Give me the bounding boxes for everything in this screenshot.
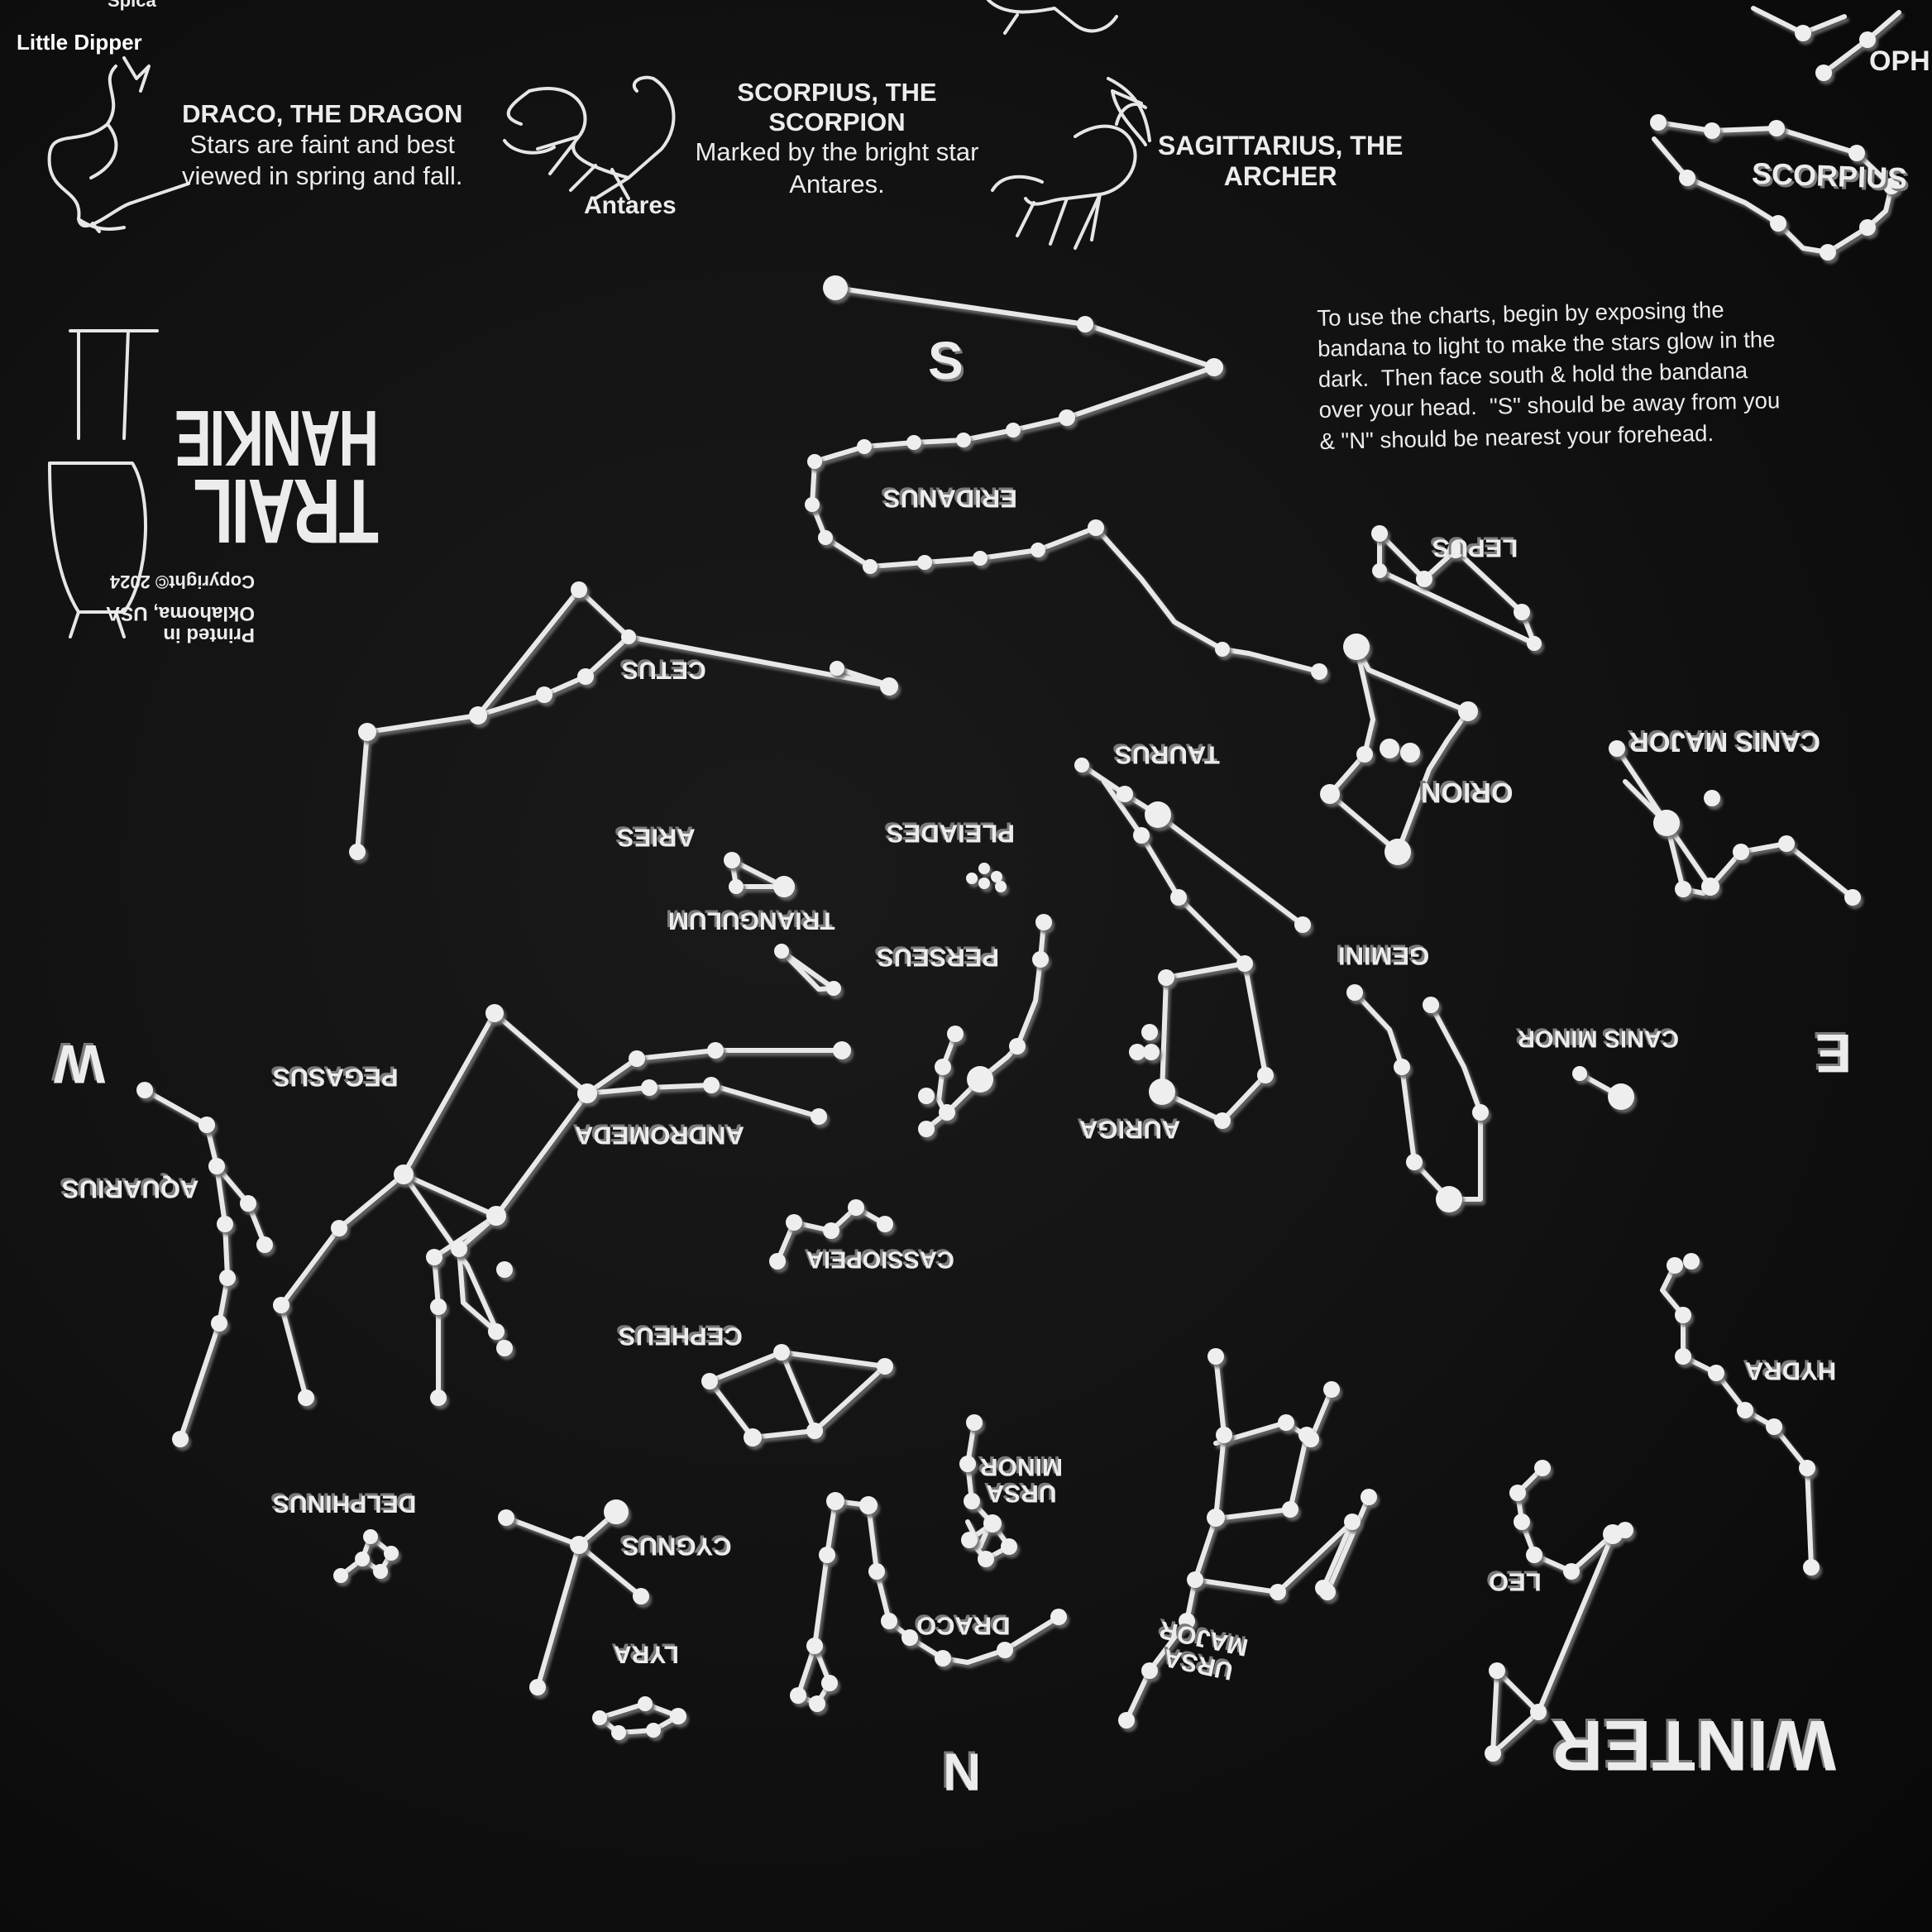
copyright-text: Copyright© 2024 xyxy=(109,571,255,592)
label-aries: ARIES xyxy=(617,823,696,853)
pegasus-square xyxy=(401,1011,590,1218)
label-cassiopeia: CASSIOPEIA xyxy=(806,1246,954,1273)
usage-instructions: To use the charts, begin by exposing the… xyxy=(1317,296,1781,454)
label-eridanus: ERIDANUS xyxy=(883,484,1017,514)
antares-label: Antares xyxy=(584,192,677,219)
taurus-lines xyxy=(1079,763,1305,927)
label-pleiades: PLEIADES xyxy=(887,819,1016,849)
label-cepheus: CEPHEUS xyxy=(619,1322,743,1351)
compass-north: N xyxy=(943,1742,982,1802)
auriga-lines xyxy=(1160,961,1268,1123)
lyra-lines xyxy=(597,1701,681,1735)
label-ursa-minor: URSA MINOR xyxy=(980,1453,1063,1508)
trail-hankie-logo: Printed in Oklahoma, USA Copyright© 2024… xyxy=(48,331,379,646)
hiker-illustration xyxy=(48,329,159,638)
compass-south: S xyxy=(928,331,964,390)
label-andromeda: ANDROMEDA xyxy=(575,1121,744,1150)
season-label: WINTER xyxy=(1551,1705,1837,1785)
star-dots xyxy=(136,25,1900,1762)
label-canis-minor: CANIS MINOR xyxy=(1518,1025,1679,1052)
label-delphinus: DELPHINUS xyxy=(273,1490,417,1518)
label-lepus: LEPUS xyxy=(1432,533,1518,563)
label-perseus: PERSEUS xyxy=(877,943,1000,973)
printed-in-text: Printed in Oklahoma, USA xyxy=(105,601,255,646)
label-orion: ORION xyxy=(1421,777,1514,809)
label-canis-major: CANIS MAJOR xyxy=(1629,726,1821,758)
aries-lines xyxy=(729,858,787,889)
label-leo: LEO xyxy=(1489,1567,1542,1597)
compass-west: W xyxy=(54,1033,106,1095)
spica-label: Spica xyxy=(108,0,156,11)
aquarius-lines xyxy=(142,1088,230,1442)
scorpius-info: SCORPIUS, THE SCORPION Marked by the bri… xyxy=(683,78,991,201)
label-draco: DRACO xyxy=(916,1611,1011,1641)
triangulum-lines xyxy=(779,949,836,992)
label-lyra: LYRA xyxy=(614,1640,679,1668)
label-cygnus: CYGNUS xyxy=(622,1532,732,1561)
little-dipper-label: Little Dipper xyxy=(17,30,142,55)
label-aquarius: AQUARIUS xyxy=(62,1174,199,1204)
label-pegasus: PEGASUS xyxy=(273,1063,399,1093)
canis-major-lines xyxy=(1614,746,1855,900)
eridanus-lines xyxy=(810,285,1322,674)
sagittarius-info-title: SAGITTARIUS, THE ARCHER xyxy=(1158,131,1404,191)
scorpius-info-text: Marked by the bright star Antares. xyxy=(695,137,979,199)
draco-info-title: DRACO, THE DRAGON xyxy=(182,99,463,128)
scorpius-info-title: SCORPIUS, THE SCORPION xyxy=(737,78,937,136)
brand-line-2: HANKIE xyxy=(175,394,379,482)
draco-info: DRACO, THE DRAGON Stars are faint and be… xyxy=(182,99,462,193)
label-gemini: GEMINI xyxy=(1338,941,1430,971)
label-hydra: HYDRA xyxy=(1745,1356,1837,1386)
label-auriga: AURIGA xyxy=(1079,1115,1181,1145)
scorpius-label: SCORPIUS xyxy=(1751,155,1908,196)
andromeda-lines xyxy=(585,1048,844,1096)
compass-east: E xyxy=(1815,1022,1853,1084)
orion-lines xyxy=(1327,644,1471,854)
label-triangulum: TRIANGULUM xyxy=(668,906,835,935)
archer-illustration xyxy=(991,77,1151,250)
label-taurus: TAURUS xyxy=(1115,740,1220,770)
gemini-lines xyxy=(1352,990,1451,1202)
draco-info-text: Stars are faint and best viewed in sprin… xyxy=(182,129,463,191)
scorpion-illustration xyxy=(506,75,676,200)
label-cetus: CETUS xyxy=(622,656,706,684)
cepheus-lines xyxy=(707,1350,887,1440)
dragon-illustration xyxy=(47,65,190,231)
oph-label: OPH xyxy=(1869,45,1930,77)
